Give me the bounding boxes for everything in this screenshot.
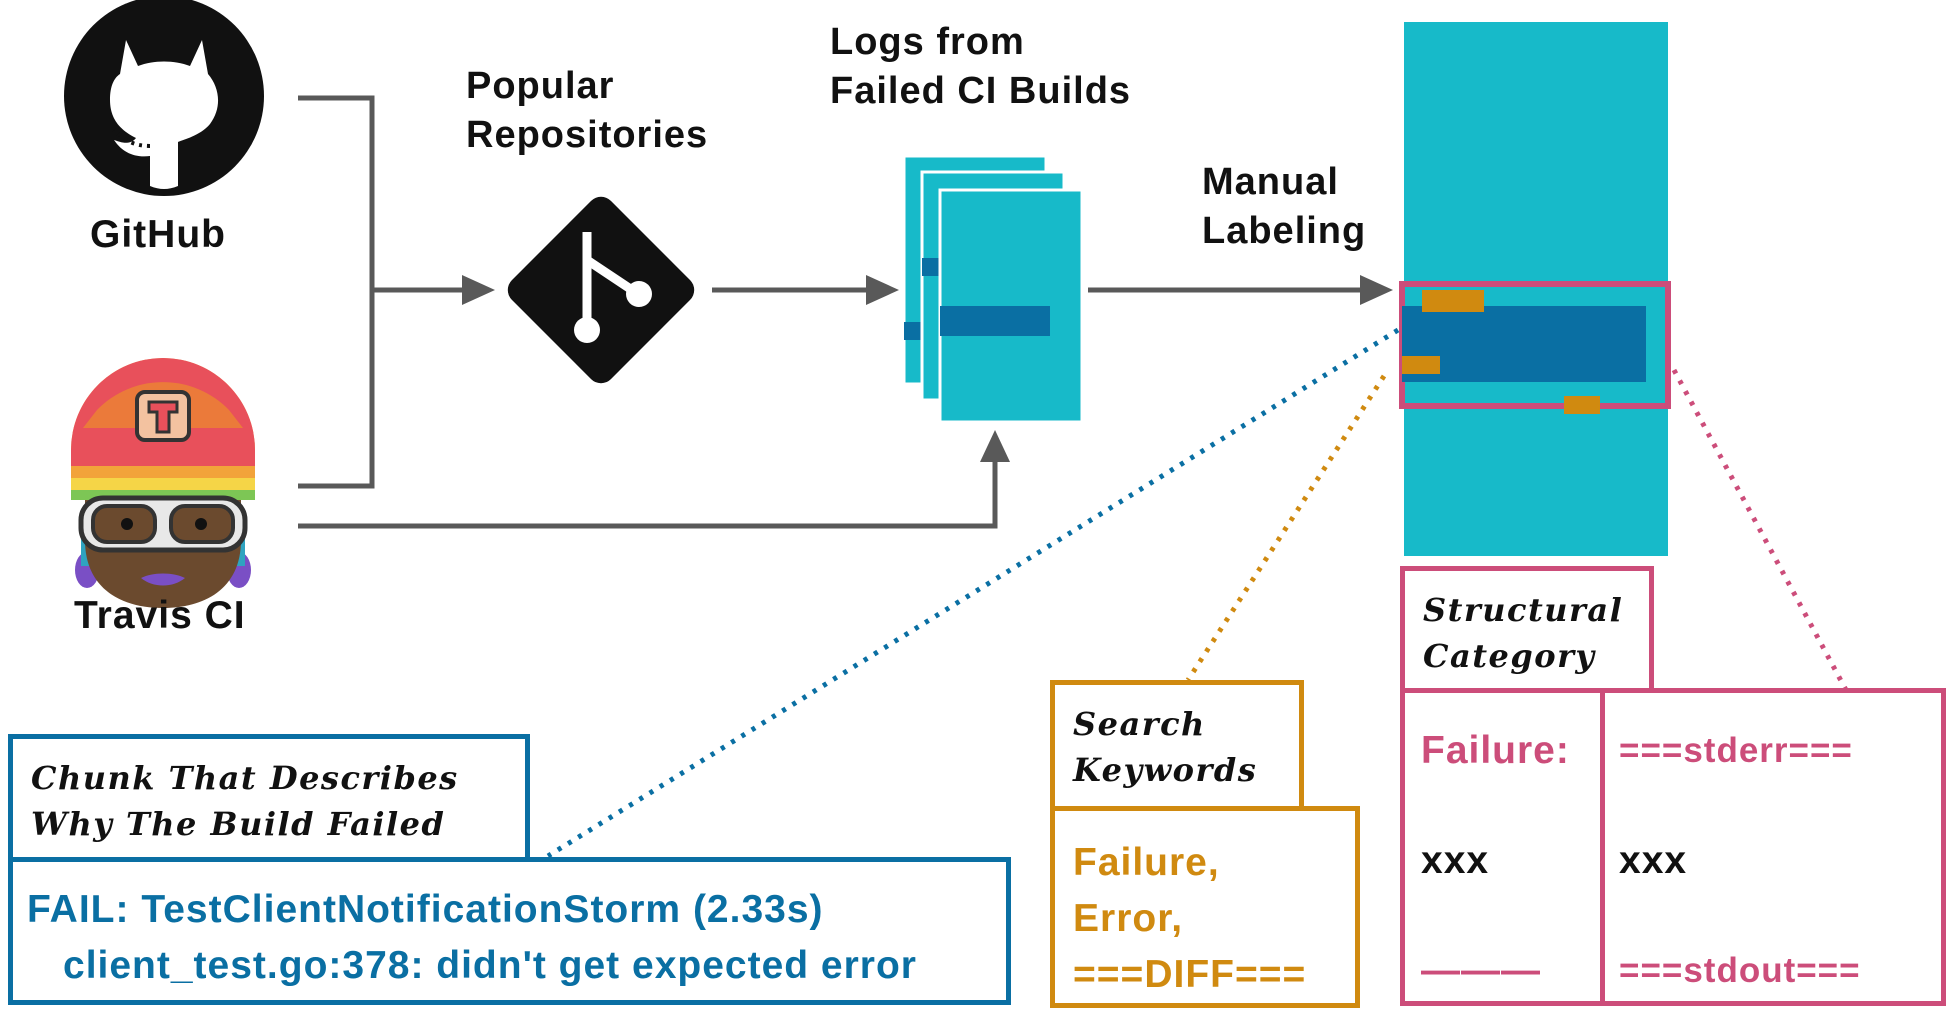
labeling-label-line: Manual	[1202, 161, 1339, 203]
structural-callout-line	[1671, 368, 1849, 692]
labeling-label-line: Labeling	[1202, 210, 1367, 253]
keywords-title-line: Keywords	[1073, 751, 1258, 790]
repos-label-line: Popular	[466, 65, 615, 107]
structural-title-box: Structural Category	[1400, 566, 1654, 694]
keywords-title-line: Search	[1073, 705, 1206, 743]
github-octocat-icon	[64, 0, 264, 196]
travis-mascot-icon	[71, 358, 255, 608]
log-stack-icon	[902, 154, 1084, 424]
keywords-title-box: Search Keywords	[1050, 680, 1304, 812]
keywords-content-box: Failure, Error, ===DIFF===	[1050, 806, 1360, 1008]
travis-label: Travis CI	[74, 594, 246, 637]
chunk-line: client_test.go:378: didn't get expected …	[63, 944, 917, 987]
github-label: GitHub	[90, 213, 226, 256]
labeled-log-document	[1399, 22, 1671, 556]
structural-left-value: Failure:	[1421, 729, 1570, 772]
structural-title-line: Structural	[1423, 591, 1624, 629]
chunk-content-box: FAIL: TestClientNotificationStorm (2.33s…	[8, 857, 1011, 1005]
chunk-title-line: Chunk That Describes	[31, 759, 459, 797]
chunk-title-box: Chunk That Describes Why The Build Faile…	[8, 734, 530, 862]
travis-connector	[298, 462, 998, 529]
keyword-value: Error,	[1073, 897, 1184, 940]
structural-title: Structural Category	[1423, 587, 1649, 680]
structural-left-box: Failure: xxx ———	[1400, 688, 1606, 1006]
keyword-callout-line	[1185, 374, 1387, 682]
structural-left-value: ———	[1421, 949, 1541, 992]
structural-right-value: xxx	[1619, 839, 1688, 882]
github-connector	[298, 95, 375, 489]
logs-label-line: Logs from	[830, 21, 1025, 63]
structural-right-value: ===stderr===	[1619, 731, 1853, 770]
chunk-title-line: Why The Build Failed	[31, 805, 446, 844]
structural-left-value: xxx	[1421, 839, 1490, 882]
structural-title-line: Category	[1423, 637, 1596, 676]
logs-label-line: Failed CI Builds	[830, 70, 1132, 113]
chunk-line: FAIL: TestClientNotificationStorm (2.33s…	[27, 888, 824, 931]
structural-right-box: ===stderr=== xxx ===stdout===	[1600, 688, 1946, 1006]
repos-label: Popular Repositories	[466, 62, 708, 161]
keyword-value: Failure,	[1073, 841, 1220, 884]
repos-label-line: Repositories	[466, 114, 709, 157]
chunk-title: Chunk That Describes Why The Build Faile…	[31, 755, 525, 848]
logs-label: Logs from Failed CI Builds	[830, 18, 1131, 117]
structural-right-value: ===stdout===	[1619, 951, 1861, 990]
keywords-title: Search Keywords	[1073, 701, 1299, 794]
git-logo-icon	[507, 196, 695, 384]
labeling-label: Manual Labeling	[1202, 158, 1366, 257]
keyword-value: ===DIFF===	[1073, 953, 1307, 996]
